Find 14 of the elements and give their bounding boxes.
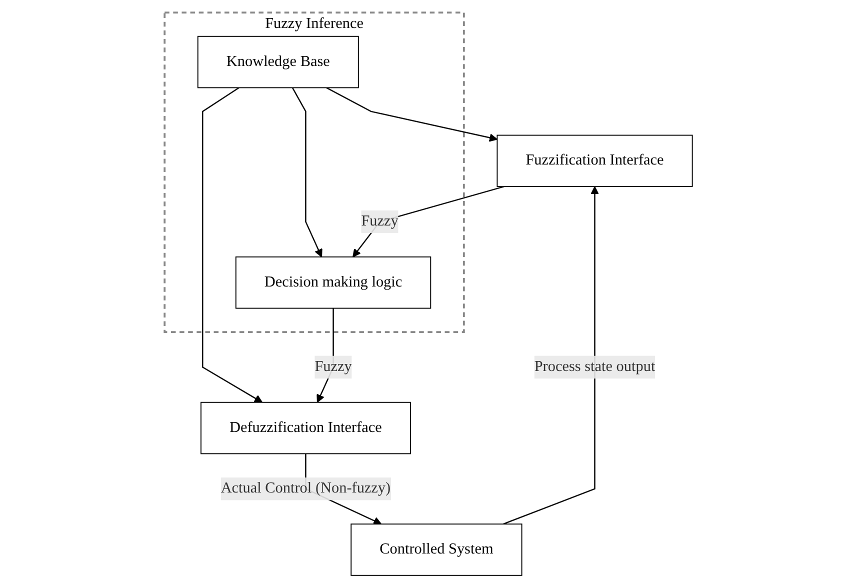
node-box: Defuzzification Interface bbox=[200, 402, 410, 454]
edge-label: Actual Control (Non-fuzzy) bbox=[220, 480, 390, 496]
edge-label: Fuzzy bbox=[360, 213, 398, 230]
edge-label: Process state output bbox=[534, 358, 655, 375]
arrow bbox=[202, 87, 262, 403]
node-box: Fuzzification Interface bbox=[496, 134, 692, 188]
arrow bbox=[326, 87, 498, 142]
node-box: Knowledge Base bbox=[196, 36, 358, 88]
node-box: Controlled System bbox=[350, 524, 522, 576]
node-box: Decision making logic bbox=[234, 256, 431, 309]
edge-label: Fuzzy bbox=[314, 358, 352, 375]
arrow bbox=[291, 87, 322, 258]
arrow bbox=[502, 186, 598, 525]
arrow bbox=[352, 186, 504, 258]
